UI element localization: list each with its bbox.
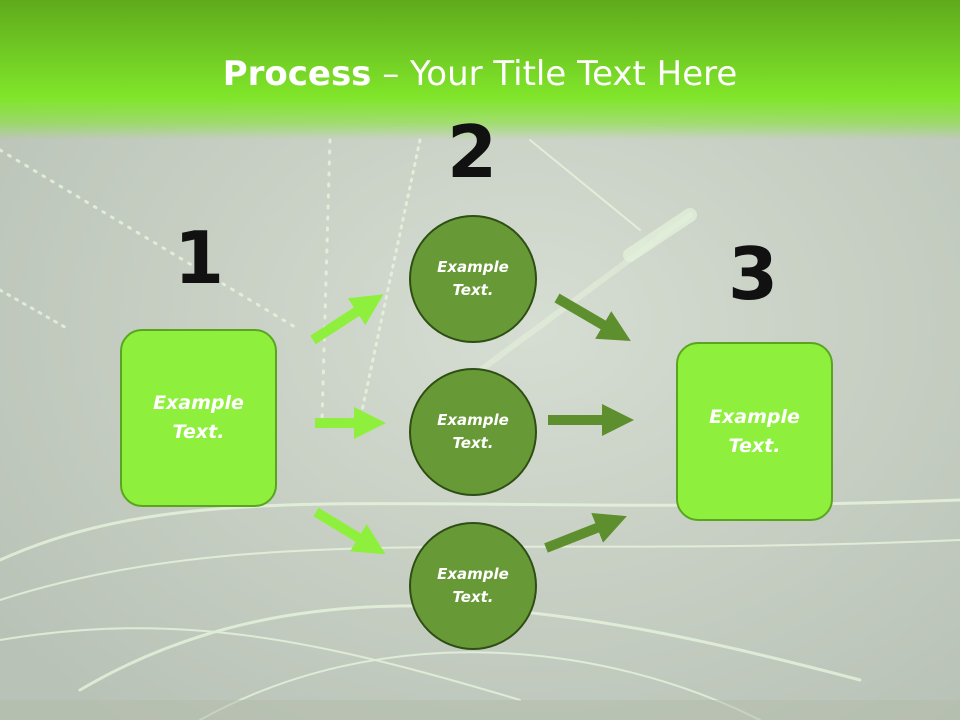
title-bold: Process [222,54,372,94]
title-band [0,0,960,140]
circle-text-line2: Text. [452,281,494,299]
step3-box: Example Text. [676,342,833,521]
step3-text-line1: Example [709,405,800,428]
circle-text-line1: Example [437,411,509,429]
circle-text-line2: Text. [452,434,494,452]
step1-box: Example Text. [120,329,277,507]
step-number-2: 2 [446,110,498,194]
arrow-2a-to-3 [554,293,631,342]
step2-circle-bottom: Example Text. [409,522,537,650]
step3-text-line2: Text. [728,434,781,457]
step-number-1: 1 [173,216,225,300]
step-number-3: 3 [727,232,779,316]
circle-text-line1: Example [437,258,509,276]
title-rest: – Your Title Text Here [371,54,738,94]
circle-text-line2: Text. [452,588,494,606]
circle-text-line1: Example [437,565,509,583]
slide-title: Process – Your Title Text Here [0,54,960,94]
arrow-1-to-2c [313,507,386,555]
step1-text-line1: Example [153,392,244,414]
step2-circle-top: Example Text. [409,215,537,343]
arrow-2c-to-3 [544,512,627,553]
step1-text-line2: Text. [172,421,225,443]
step2-circle-middle: Example Text. [409,368,537,496]
arrow-1-to-2a [310,294,384,345]
